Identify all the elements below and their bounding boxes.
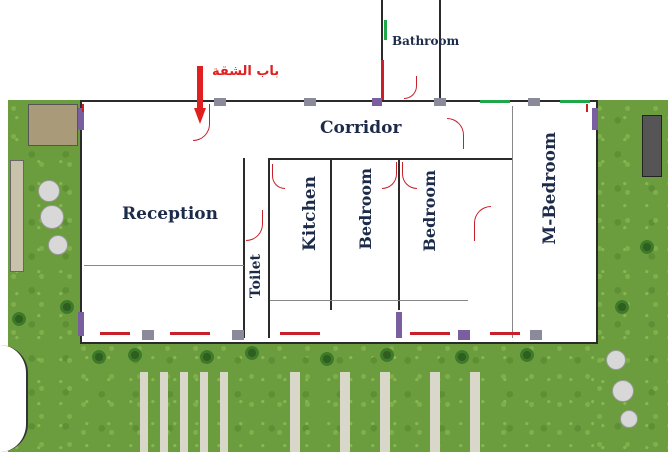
garden-seat — [40, 205, 64, 229]
garden-seat — [612, 380, 634, 402]
deck — [28, 104, 78, 146]
bottom-wall-accent — [100, 332, 130, 335]
garden-path — [160, 372, 168, 452]
garden-path — [340, 372, 350, 452]
kitchen-label: Kitchen — [300, 176, 320, 251]
divider — [398, 300, 468, 301]
top-column — [372, 98, 382, 106]
toilet-label: Toilet — [248, 254, 264, 299]
bottom-column — [232, 330, 244, 340]
garden-seat — [38, 180, 60, 202]
top-column — [528, 98, 540, 106]
plant — [320, 352, 334, 366]
plant — [455, 350, 469, 364]
bedroom-1-label: Bedroom — [356, 168, 375, 250]
garden-path — [470, 372, 480, 452]
garden-seat — [620, 410, 638, 428]
plant — [128, 348, 142, 362]
plant — [380, 348, 394, 362]
plant — [640, 240, 654, 254]
bottom-wall-accent — [410, 332, 450, 335]
top-column — [304, 98, 316, 106]
plant — [60, 300, 74, 314]
garden-path — [430, 372, 440, 452]
top-column — [434, 98, 446, 106]
garden-seat — [606, 350, 626, 370]
reception-divider — [84, 265, 244, 266]
wall-accent — [586, 104, 588, 112]
toilet-wall-left — [243, 158, 245, 338]
bottom-column — [142, 330, 154, 340]
garden-path — [290, 372, 300, 452]
garden-path — [380, 372, 390, 452]
plant — [245, 346, 259, 360]
bench-left — [10, 160, 24, 272]
plant — [12, 312, 26, 326]
bathroom-label: Bathroom — [392, 34, 460, 48]
garden-path — [200, 372, 208, 452]
bottom-wall-accent — [170, 332, 210, 335]
bottom-column — [530, 330, 542, 340]
wall-accent — [82, 104, 84, 112]
garden-path — [180, 372, 188, 452]
apartment-plan — [80, 100, 598, 344]
plant — [520, 348, 534, 362]
bottom-wall-accent — [280, 332, 320, 335]
top-column — [214, 98, 226, 106]
bottom-column — [458, 330, 470, 340]
left-column — [78, 108, 84, 130]
window — [560, 100, 590, 103]
bathroom-wall-accent — [381, 60, 384, 100]
right-column — [592, 108, 598, 130]
divider — [270, 300, 398, 301]
bottom-column — [396, 312, 402, 338]
left-column — [78, 312, 84, 336]
bedroom-2-label: Bedroom — [420, 170, 439, 252]
bedroom-mbedroom-wall — [512, 106, 513, 338]
m-bedroom-label: M-Bedroom — [540, 132, 560, 245]
plant — [92, 350, 106, 364]
toilet-kitchen-wall — [268, 158, 270, 338]
corridor-label: Corridor — [320, 118, 402, 138]
plant — [200, 350, 214, 364]
bathroom-window — [384, 20, 387, 40]
kitchen-bedroom-wall — [330, 160, 332, 310]
window — [480, 100, 510, 103]
left-white-curve — [0, 345, 28, 452]
plant — [615, 300, 629, 314]
entrance-label: باب الشقة — [212, 64, 280, 79]
bedroom-bedroom-wall — [398, 160, 400, 310]
garden-path — [140, 372, 148, 452]
corridor-wall — [268, 158, 512, 160]
reception-label: Reception — [122, 204, 219, 224]
table-right — [642, 115, 662, 177]
garden-seat — [48, 235, 68, 255]
bottom-wall-accent — [490, 332, 520, 335]
garden-path — [220, 372, 228, 452]
